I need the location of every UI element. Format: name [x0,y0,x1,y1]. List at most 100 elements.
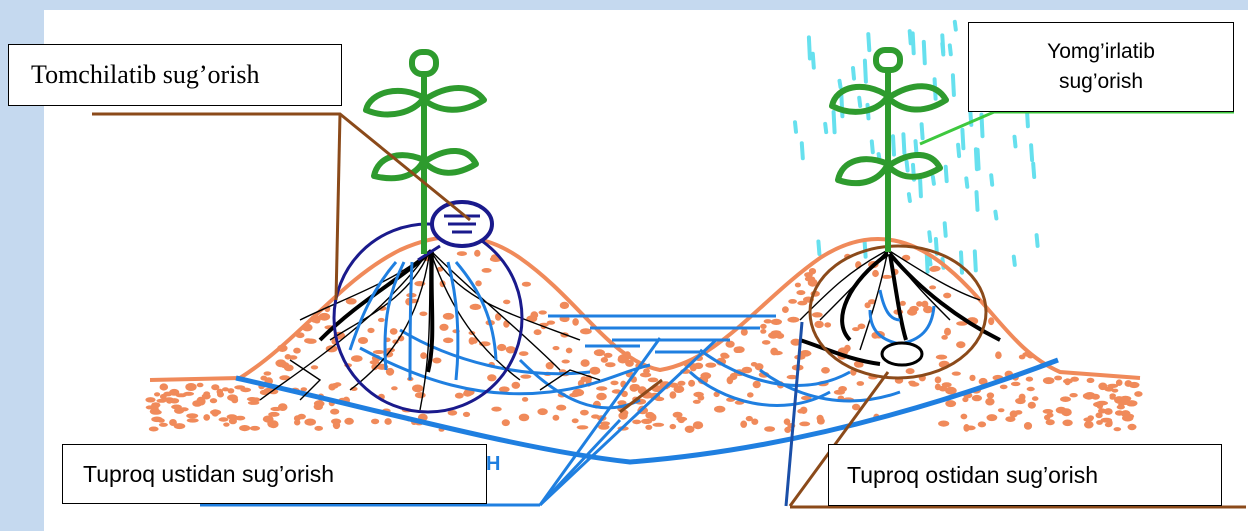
rain-drop [919,122,925,141]
rain-drop [901,132,907,156]
soil-dot [726,376,734,385]
soil-dot [468,337,475,345]
soil-dot [796,290,806,296]
soil-dot [1115,379,1123,387]
soil-dot [572,318,579,326]
soil-dot [569,392,580,398]
soil-dot [1114,410,1124,416]
soil-dot [521,281,532,287]
soil-dot [935,354,948,360]
soil-dot [596,392,607,401]
soil-dot [641,418,653,424]
wetting-front [235,357,1059,465]
rain-drop [947,43,953,57]
soil-dot [372,350,385,354]
soil-dot [988,317,995,326]
soil-dot [310,365,319,370]
soil-dot [943,292,952,299]
soil-dot [801,395,812,401]
soil-dot [995,351,1002,360]
rain-drop [960,127,966,151]
soil-dot [263,371,272,376]
soil-dot [786,374,798,380]
soil-dot [462,411,471,417]
soil-dot [218,417,229,422]
soil-dot [1119,395,1132,402]
soil-dot [1095,412,1103,419]
soil-dot [277,403,288,411]
soil-dot [154,392,161,397]
rain-drop [851,66,856,81]
soil-dot [969,374,976,382]
soil-dot [1042,409,1054,414]
soil-dot [148,426,159,432]
soil-dot [977,421,987,428]
soil-dot [589,366,601,375]
soil-dot [868,299,876,305]
soil-dot [552,346,560,351]
soil-dot [420,352,427,359]
soil-dot [304,418,317,426]
rain-drop [956,142,962,159]
soil-dot [760,323,767,329]
soil-dot [797,300,808,306]
soil-dot [443,337,454,344]
soil-dot [412,384,424,393]
surface-irrigation-label: Tuproq ustidan sug’orish [62,444,487,504]
right-plant-main-roots [799,252,1001,366]
soil-dot [456,251,467,256]
soil-dot [1060,396,1071,403]
soil-dot [971,394,983,402]
soil-dot [1023,422,1033,430]
soil-dot [1025,376,1034,382]
rain-drop [837,78,843,90]
soil-dot [1119,400,1131,405]
soil-dot [357,337,369,344]
drip-emitter-icon [417,200,494,262]
rain-drop [964,176,970,189]
soil-dot [751,418,759,425]
soil-dot [469,303,482,310]
soil-dot [211,384,220,391]
rain-drop [952,19,958,32]
subsurface-irrigation-label: Tuproq ostidan sug’orish [828,444,1222,506]
soil-dot [1042,377,1055,385]
rain-drop [1012,134,1018,149]
soil-dot [688,379,696,387]
soil-dot [1116,404,1125,410]
soil-dot [217,391,224,398]
soil-surface-outline [149,234,1141,382]
soil-dot [787,316,800,323]
soil-dot [173,423,186,430]
soil-dot [790,338,802,346]
soil-dot [833,389,846,395]
soil-dot [677,380,686,386]
right-plant-icon [829,47,949,252]
soil-dot [938,385,948,392]
soil-dot [1015,397,1026,405]
soil-dot [705,362,717,368]
soil-dot [186,413,199,419]
soil-dot [944,327,951,336]
soil-dot [916,301,923,307]
subsurface-root-zone-circle [808,244,988,380]
soil-dot [985,397,995,406]
soil-dot [222,387,229,392]
soil-dot [145,397,156,403]
soil-dot [171,404,182,410]
soil-dot [725,340,735,348]
soil-dot [501,419,510,427]
soil-dot [654,396,665,402]
sprinkler-irrigation-text-line1: Yomg’irlatib [1047,39,1155,63]
soil-dot [761,340,771,345]
soil-dot [487,374,497,382]
drip-irrigation-label: Tomchilatib sug’orish [8,44,342,106]
rain-drop [921,39,927,66]
soil-dot [960,413,968,420]
soil-dot [733,346,742,353]
soil-dot [652,422,665,427]
soil-dot [673,385,685,394]
soil-dot [331,418,342,425]
soil-dot [186,418,199,423]
soil-dot [481,268,492,273]
